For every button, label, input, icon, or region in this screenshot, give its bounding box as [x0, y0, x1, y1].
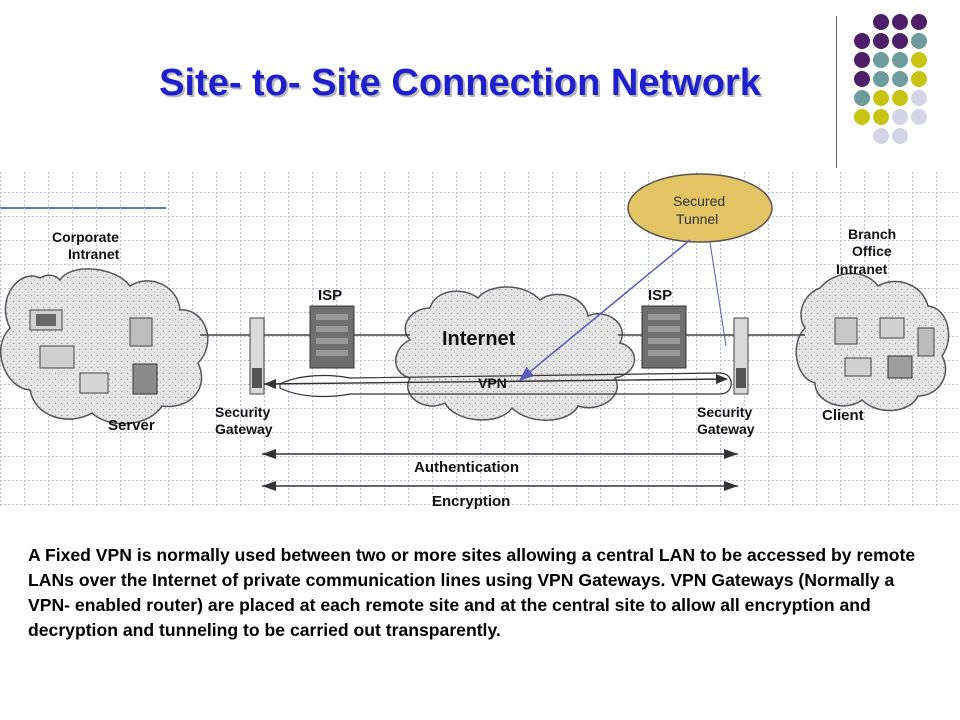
corporate-intranet-label-1: Corporate [52, 229, 119, 245]
isp-left-server [309, 305, 355, 369]
encryption-arrowhead-left [262, 481, 276, 491]
decorative-dot [854, 52, 870, 68]
decorative-dot [911, 33, 927, 49]
decorative-dot [873, 90, 889, 106]
client-label: Client [822, 407, 864, 424]
decorative-dot [892, 71, 908, 87]
decorative-dot [892, 109, 908, 125]
secured-tunnel-pointer-2 [709, 241, 727, 347]
branch-devices [834, 317, 935, 379]
site-to-site-network-diagram: Corporate Intranet Branch Office Intrane… [0, 172, 960, 510]
secured-tunnel-bubble [627, 173, 773, 243]
decorative-dot [892, 52, 908, 68]
vpn-arrowhead-right [716, 374, 728, 384]
decorative-dot [873, 128, 889, 144]
decorative-dot [911, 109, 927, 125]
decorative-dot [892, 14, 908, 30]
slide-title: Site- to- Site Connection Network [159, 62, 761, 104]
isp-right-label: ISP [648, 287, 672, 304]
divider-line [836, 16, 837, 168]
server-label: Server [108, 417, 155, 434]
decorative-dot [911, 71, 927, 87]
decorative-dot [911, 90, 927, 106]
decorative-dot [873, 109, 889, 125]
internet-cloud [395, 286, 636, 421]
secured-tunnel-pointer [518, 239, 691, 381]
decorative-dot [892, 33, 908, 49]
corporate-devices [29, 309, 158, 395]
vpn-arrowhead-left [264, 379, 276, 389]
vpn-arrow [263, 378, 728, 385]
decorative-dot [873, 52, 889, 68]
vpn-label: VPN [478, 375, 507, 391]
decorative-dot [892, 90, 908, 106]
branch-intranet-label-1: Branch [848, 226, 896, 242]
encryption-arrowhead-right [724, 481, 738, 491]
security-gateway-left-label-2: Gateway [215, 421, 273, 437]
decorative-dot [873, 14, 889, 30]
decorative-dot [911, 52, 927, 68]
branch-intranet-label-2: Office [852, 243, 892, 259]
decorative-dot [854, 90, 870, 106]
secured-tunnel-label-1: Secured [673, 193, 725, 209]
secured-tunnel-label-2: Tunnel [676, 211, 718, 227]
security-gateway-right [733, 317, 749, 395]
decorative-dot [873, 71, 889, 87]
isp-left-label: ISP [318, 287, 342, 304]
decorative-dot [873, 33, 889, 49]
decorative-dot [892, 128, 908, 144]
security-gateway-right-label-2: Gateway [697, 421, 755, 437]
security-gateway-right-label-1: Security [697, 404, 752, 420]
security-gateway-left-label-1: Security [215, 404, 270, 420]
decorative-dot [854, 109, 870, 125]
description-paragraph: A Fixed VPN is normally used between two… [28, 545, 916, 640]
vpn-tunnel [279, 372, 732, 398]
authentication-arrowhead-left [262, 449, 276, 459]
security-gateway-left [249, 317, 265, 395]
internet-label: Internet [442, 328, 516, 350]
encryption-label: Encryption [432, 493, 510, 510]
authentication-arrowhead-right [724, 449, 738, 459]
branch-intranet-label-3: Intranet [836, 261, 888, 277]
decorative-dot [854, 33, 870, 49]
decorative-dot [911, 14, 927, 30]
decorative-dot [854, 71, 870, 87]
isp-right-server [641, 305, 687, 369]
corporate-intranet-label-2: Intranet [68, 246, 120, 262]
authentication-label: Authentication [414, 459, 519, 476]
